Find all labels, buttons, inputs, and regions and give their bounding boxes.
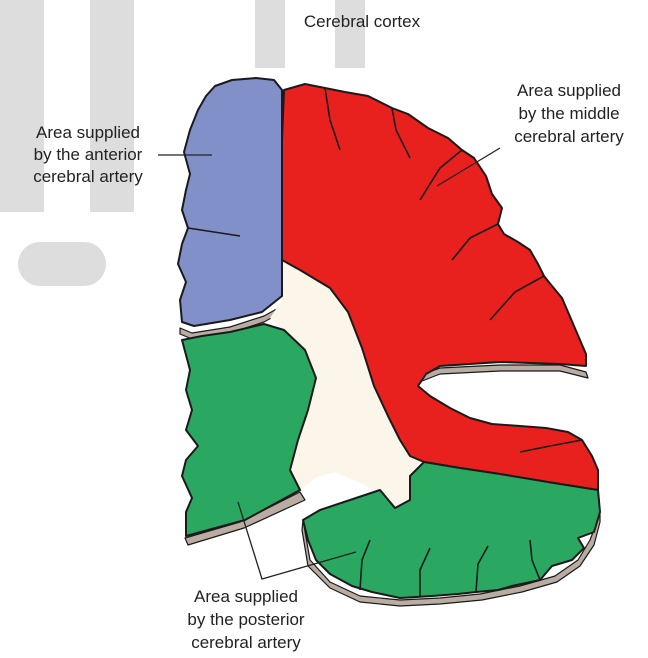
posterior-label-line-3: cerebral artery xyxy=(191,633,301,652)
anterior-label-line-1: Area supplied xyxy=(36,123,140,142)
anterior-label-line-2: by the anterior xyxy=(34,145,143,164)
posterior-label-line-1: Area supplied xyxy=(194,587,298,606)
anterior-label-line-3: cerebral artery xyxy=(33,167,143,186)
watermark-pill xyxy=(18,242,106,286)
watermark-bar-3 xyxy=(255,0,285,68)
middle-label-line-3: cerebral artery xyxy=(514,127,624,146)
diagram-title: Cerebral cortex xyxy=(304,12,421,31)
watermark-bar-4 xyxy=(335,0,365,68)
brain-section xyxy=(178,78,600,606)
middle-label-line-1: Area supplied xyxy=(517,81,621,100)
posterior-label-line-2: by the posterior xyxy=(187,610,305,629)
middle-label-line-2: by the middle xyxy=(518,104,619,123)
